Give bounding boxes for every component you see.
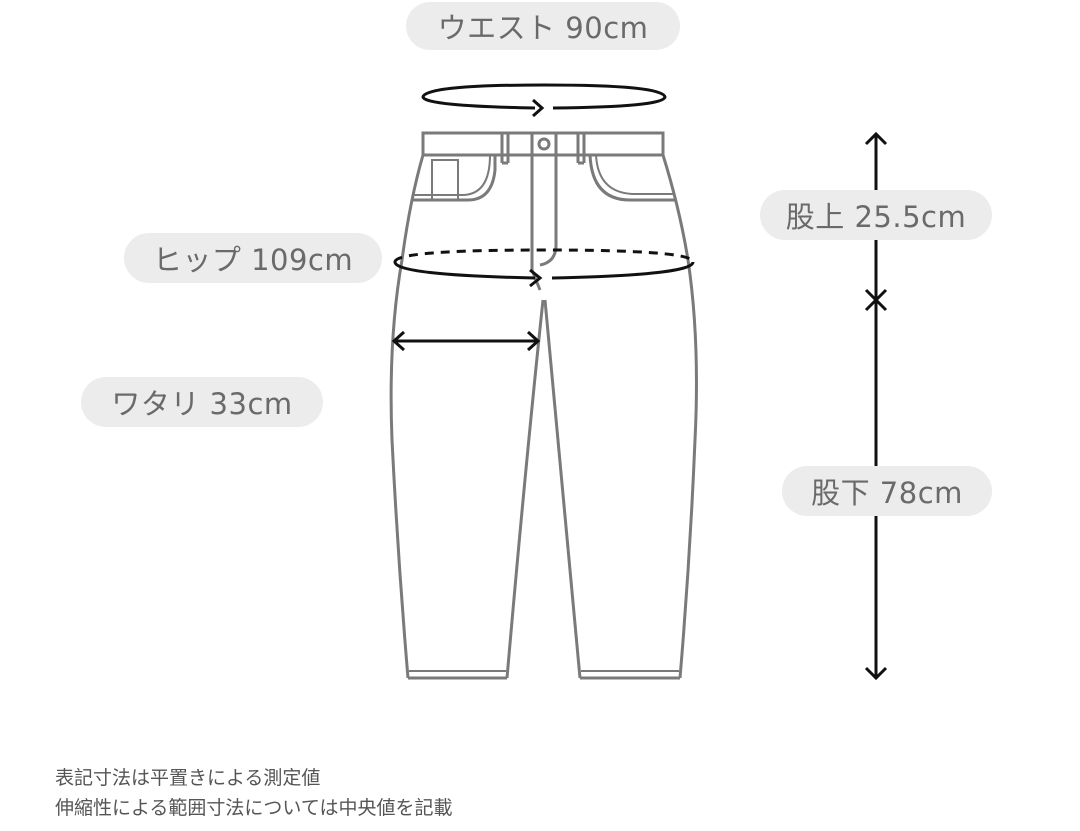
- waist-label-text: ウエスト 90cm: [437, 11, 649, 45]
- thigh-arrow: [391, 330, 541, 352]
- rise-label-text: 股上 25.5cm: [785, 200, 967, 234]
- hip-arrow: [393, 248, 695, 288]
- note-line-2: 伸縮性による範囲寸法については中央値を記載: [55, 797, 453, 819]
- waist-label: ウエスト 90cm: [406, 2, 680, 50]
- inseam-label: 股下 78cm: [782, 466, 992, 516]
- thigh-label: ワタリ 33cm: [81, 377, 323, 427]
- hip-label: ヒップ 109cm: [124, 233, 382, 283]
- inseam-label-text: 股下 78cm: [811, 476, 963, 510]
- rise-label: 股上 25.5cm: [760, 190, 992, 240]
- hip-label-text: ヒップ 109cm: [152, 243, 354, 277]
- thigh-label-text: ワタリ 33cm: [111, 387, 293, 421]
- note-line-1: 表記寸法は平置きによる測定値: [55, 767, 321, 789]
- waist-arrow: [421, 83, 667, 118]
- inseam-arrow: [864, 297, 888, 681]
- pants-outline: [389, 131, 698, 680]
